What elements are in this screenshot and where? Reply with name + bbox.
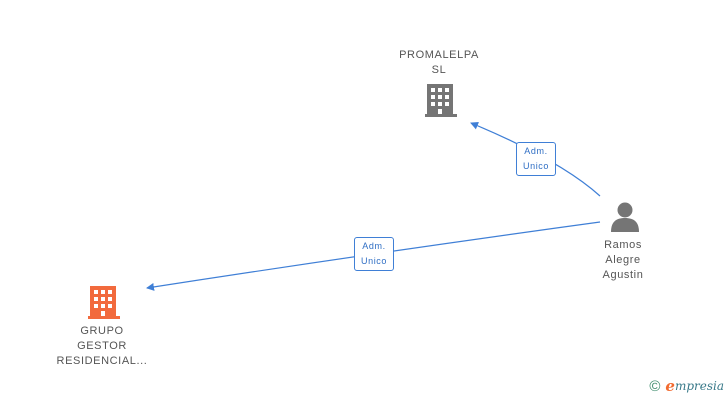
- label-line: GRUPO: [80, 325, 124, 337]
- building-icon[interactable]: [88, 286, 120, 319]
- label-line: SL: [431, 64, 447, 76]
- label-line: PROMALELPA: [399, 49, 479, 61]
- label-line: GESTOR: [77, 340, 127, 352]
- edge-label-top[interactable]: Adm. Unico: [515, 142, 557, 176]
- building-icon[interactable]: [425, 84, 457, 117]
- edge-label-line: Adm.: [524, 146, 548, 156]
- brand-name: mpresia: [674, 379, 724, 393]
- copyright-icon: ©: [649, 377, 661, 395]
- label-line: RESIDENCIAL...: [56, 355, 148, 367]
- brand-initial: e: [665, 377, 675, 395]
- edge-label-line: Adm.: [362, 241, 386, 251]
- person-label[interactable]: Ramos Alegre Agustin: [603, 238, 644, 283]
- company-label-bottom[interactable]: GRUPO GESTOR RESIDENCIAL...: [57, 324, 148, 369]
- label-line: Alegre: [605, 254, 641, 266]
- label-line: Ramos: [604, 239, 642, 251]
- person-icon[interactable]: [611, 202, 639, 233]
- edge-label-line: Unico: [522, 161, 550, 171]
- edge-label-bottom[interactable]: Adm. Unico: [353, 237, 395, 271]
- label-line: Agustin: [602, 269, 644, 281]
- edge-label-line: Unico: [360, 256, 388, 266]
- company-label-top[interactable]: PROMALELPA SL: [399, 48, 479, 78]
